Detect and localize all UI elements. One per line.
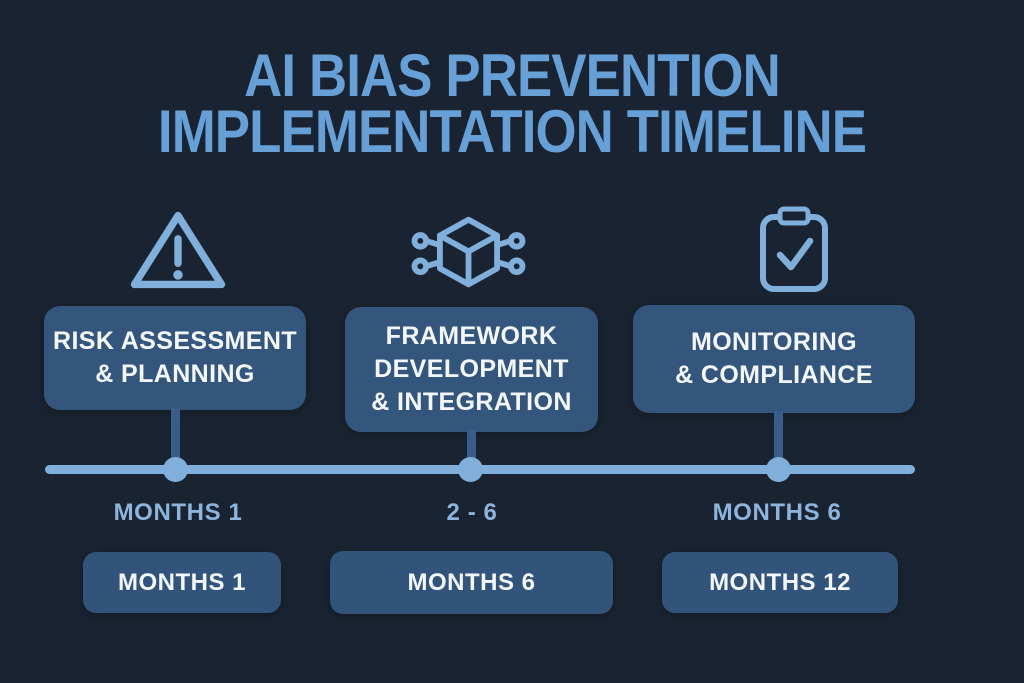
connector-line xyxy=(467,430,476,469)
connector-line xyxy=(171,408,180,469)
connector-line xyxy=(774,411,783,469)
timeline-dot xyxy=(163,457,188,482)
clipboard-check-icon xyxy=(754,204,834,296)
stage-card-label: MONITORING xyxy=(690,328,858,356)
cube-network-icon xyxy=(410,207,527,297)
timeline-axis-label: 2 - 6 xyxy=(446,499,498,526)
month-pill: MONTHS 12 xyxy=(662,552,898,613)
stage-card-label: FRAMEWORK xyxy=(385,322,558,350)
month-pill-label: MONTHS 12 xyxy=(709,568,851,596)
stage-card-framework-development: FRAMEWORK DEVELOPMENT & INTEGRATION xyxy=(345,307,598,432)
page-title-line1: AI BIAS PREVENTION xyxy=(244,42,781,109)
stage-card-label: & COMPLIANCE xyxy=(675,361,873,389)
stage-card-monitoring-compliance: MONITORING & COMPLIANCE xyxy=(633,305,915,413)
warning-triangle-icon xyxy=(125,206,231,294)
page-title: AI BIAS PREVENTION IMPLEMENTATION TIMELI… xyxy=(0,42,1024,165)
timeline-axis-label: MONTHS 6 xyxy=(712,499,842,526)
stage-card-risk-assessment: RISK ASSESSMENT & PLANNING xyxy=(44,306,306,410)
stage-card-label: & INTEGRATION xyxy=(371,388,572,416)
month-pill: MONTHS 1 xyxy=(83,552,281,613)
month-pill-label: MONTHS 1 xyxy=(117,568,246,596)
stage-card-label: & PLANNING xyxy=(95,360,255,388)
timeline-dot xyxy=(766,457,791,482)
stage-card-label: DEVELOPMENT xyxy=(374,355,569,383)
timeline-axis-label: MONTHS 1 xyxy=(113,499,243,526)
month-pill: MONTHS 6 xyxy=(330,551,613,614)
month-pill-label: MONTHS 6 xyxy=(407,568,536,596)
stage-card-label: RISK ASSESSMENT xyxy=(52,327,297,355)
timeline-dot xyxy=(458,457,483,482)
page-title-line2: IMPLEMENTATION TIMELINE xyxy=(157,98,867,165)
